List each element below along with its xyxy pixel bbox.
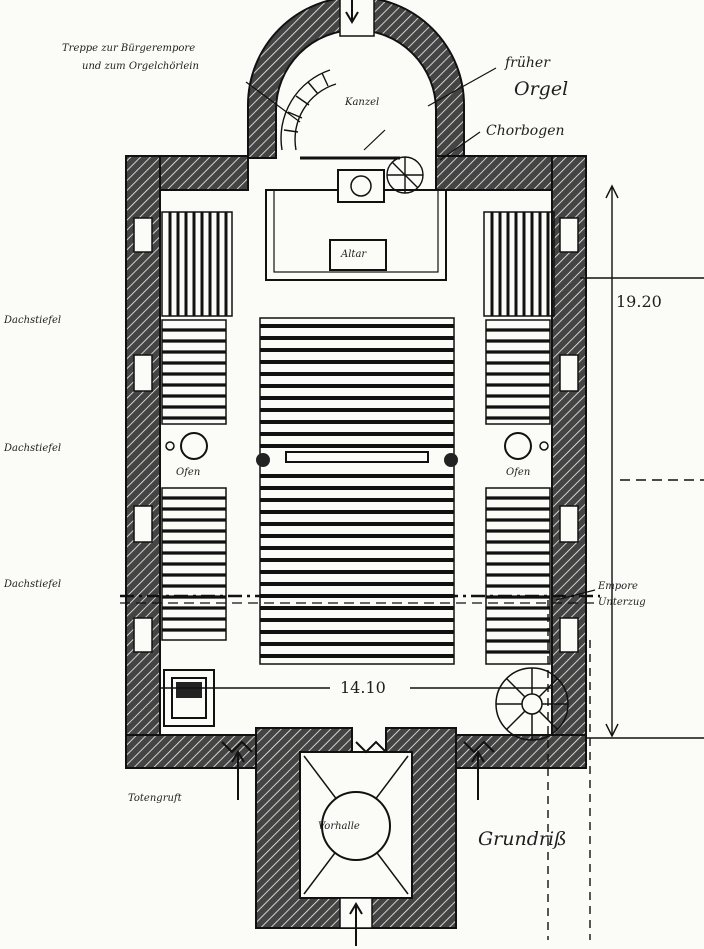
column-left <box>256 453 270 467</box>
pew-label-upper: Dachstiefel <box>4 315 62 326</box>
window-openings <box>133 217 579 653</box>
pew-label-lower: Dachstiefel <box>4 579 62 590</box>
font-circle <box>321 791 391 861</box>
pews-right-lower <box>485 487 551 665</box>
door-arrows <box>221 0 495 946</box>
length-dimension <box>580 184 704 739</box>
stair-note-line-2: und zum Orgelchörlein <box>82 61 199 72</box>
width-dimension-label: 14.10 <box>340 678 386 697</box>
gallery-stairs <box>495 667 569 741</box>
pews-upper-right <box>483 211 555 317</box>
apse-opening <box>339 0 375 37</box>
pew-label-middle: Dachstiefel <box>4 443 62 454</box>
ofen-right-label: Ofen <box>506 467 531 478</box>
ofen-left-label: Ofen <box>176 467 201 478</box>
leader-lines <box>245 67 596 601</box>
pews-right-middle <box>485 319 551 425</box>
unterzug-label: Unterzug <box>598 597 646 608</box>
kanzel-label: Kanzel <box>345 97 380 108</box>
nave-walls <box>125 155 587 769</box>
pulpit <box>337 169 385 203</box>
organ-stairs <box>386 156 424 194</box>
tower-porch <box>255 727 457 929</box>
pews-left-lower <box>161 487 227 641</box>
altar <box>329 239 387 271</box>
stair-note-line-1: Treppe zur Bürgerempore <box>62 43 196 54</box>
length-dimension-label: 19.20 <box>616 292 662 311</box>
totengruft-label: Totengruft <box>128 793 182 804</box>
chorbogen-label: Chorbogen <box>486 123 565 139</box>
frueher-label: früher <box>505 55 550 71</box>
empore-label: Empore <box>598 581 638 592</box>
column-right <box>444 453 458 467</box>
stove-left-icon <box>180 432 208 460</box>
pews-center <box>256 317 458 665</box>
stove-right-icon <box>504 432 532 460</box>
apse-stairs <box>280 69 337 151</box>
apse-wall <box>247 0 465 159</box>
crypt-hatch <box>163 669 215 727</box>
plan-title: Grundriß <box>478 828 567 850</box>
vorhalle-label: Vorhalle <box>318 821 360 832</box>
orgel-label: Orgel <box>514 78 569 100</box>
pews-upper-left <box>161 211 233 317</box>
altar-label: Altar <box>341 249 367 260</box>
width-dimension <box>160 600 591 940</box>
pews-left-middle <box>161 319 227 425</box>
